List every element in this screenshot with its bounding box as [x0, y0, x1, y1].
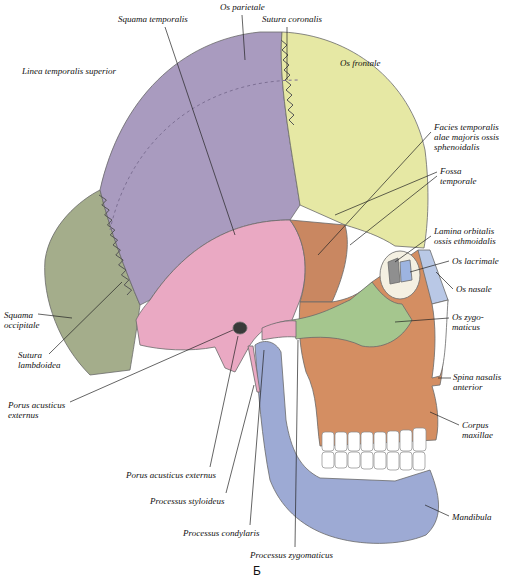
part-label: Porus acusticus externus [126, 470, 216, 480]
figure-letter: Б [253, 564, 261, 578]
nasal-bone [418, 250, 448, 304]
part-label: Spina nasalis anterior [453, 372, 509, 392]
part-label: Porus acusticus externus [8, 400, 78, 420]
part-label: Facies temporalis alae majoris ossis sph… [434, 122, 508, 152]
zygomatic-arch [262, 321, 296, 340]
part-label: Corpus maxillae [462, 420, 504, 440]
part-label: Processus styloideus [150, 496, 224, 506]
temporal-line [110, 80, 300, 230]
part-label: Linea temporalis superior [22, 66, 116, 76]
ear-canal [233, 322, 247, 334]
ethmoid-lamina [388, 258, 400, 284]
leader-lines [38, 15, 459, 547]
part-label: Os nasale [456, 284, 492, 294]
coronal-suture [281, 40, 294, 125]
part-label: Os lacrimale [452, 256, 499, 266]
part-label: Lamina orbitalis ossis ethmoidalis [434, 226, 508, 246]
part-label: Sutura lambdoidea [18, 350, 73, 370]
maxilla [299, 250, 448, 446]
part-label: Processus condylaris [183, 528, 259, 538]
part-label: Processus zygomaticus [250, 550, 333, 560]
part-label: Fossa temporale [440, 166, 485, 186]
part-label: Mandibula [452, 512, 492, 522]
part-label: Os parietale [220, 2, 265, 12]
teeth [322, 428, 426, 470]
part-label: Os frontale [340, 58, 380, 68]
part-label: Os zygo- maticus [452, 312, 490, 332]
nasal-aperture [432, 300, 448, 378]
part-label: Sutura coronalis [262, 14, 322, 24]
part-label: Squama temporalis [118, 14, 188, 24]
part-label: Squama occipitale [4, 310, 49, 330]
lacrimal-bone [400, 260, 412, 282]
